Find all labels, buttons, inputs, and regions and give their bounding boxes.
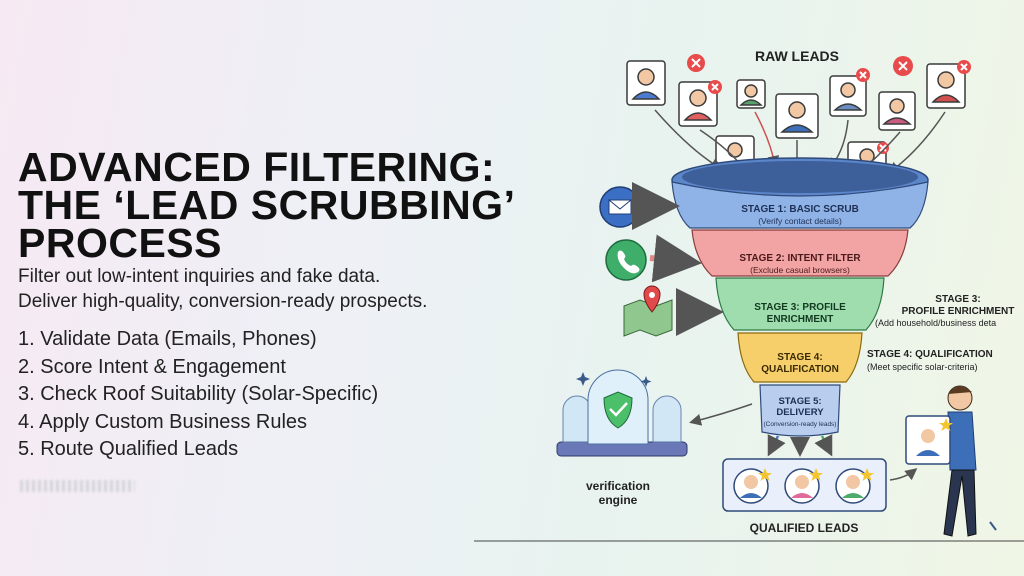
steps-list: 1. Validate Data (Emails, Phones) 2. Sco… [18,326,378,464]
side-stage-4-title: STAGE 4: QUALIFICATION [867,349,993,360]
side-stage-3-line2: PROFILE ENRICHMENT [902,306,1015,317]
stage-3-title-1: STAGE 3: PROFILE [754,302,846,313]
stage-2-note: (Exclude casual browsers) [750,265,850,275]
text-panel: ADVANCED FILTERING: THE ‘LEAD SCRUBBING’… [18,144,516,492]
step-item: 5. Route Qualified Leads [18,438,239,460]
stage-4-title-1: STAGE 4: [777,352,822,363]
raw-leads-label: RAW LEADS [755,48,839,64]
page-title: ADVANCED FILTERING: THE ‘LEAD SCRUBBING’… [18,144,516,266]
funnel [671,157,929,437]
stage-1-title: STAGE 1: BASIC SCRUB [741,204,859,215]
stage-5-title-2: DELIVERY [776,407,824,418]
side-stage-3-line1: STAGE 3: [935,294,980,305]
qualified-leads-box [722,458,887,512]
title-line-3: PROCESS [18,220,222,266]
reject-x-icon [708,80,722,94]
reject-x-icon [856,68,870,82]
step-item: 3. Check Roof Suitability (Solar-Specifi… [18,383,379,405]
verification-engine-icon [556,369,688,457]
title-line-2: THE ‘LEAD SCRUBBING’ [18,182,516,228]
reject-marks [687,54,971,154]
verification-label-1: verification [586,479,650,493]
stage-5-band [759,384,841,437]
lead-card-icon [775,93,819,139]
stage-5-title-1: STAGE 5: [778,396,821,407]
blurred-logo [20,480,135,492]
lead-card-icon [626,60,666,106]
lead-card-icon [678,81,718,127]
stage-5-note: (Conversion-ready leads) [764,421,837,428]
lead-card-icon [878,91,916,131]
subtitle: Filter out low-intent inquiries and fake… [18,264,427,314]
qualified-lead-avatar [784,468,823,504]
lead-card-icon [736,79,766,109]
email-icon [599,186,641,228]
reject-x-icon [893,56,913,76]
step-item: 4. Apply Custom Business Rules [18,410,308,433]
side-stage-3-note: (Add household/business deta [875,318,996,328]
stage-2-title: STAGE 2: INTENT FILTER [739,253,861,264]
stage-4-title-2: QUALIFICATION [761,364,839,375]
title-line-1: ADVANCED FILTERING: [18,144,496,190]
stage-1-band [671,181,929,229]
lead-card-icon [829,75,867,117]
delivery-to-engine-arrow [689,403,753,426]
qualified-lead-avatar [733,468,772,504]
stage-1-note: (Verify contact details) [758,216,842,226]
subtitle-line-1: Filter out low-intent inquiries and fake… [18,266,381,287]
qualified-leads-label: QUALIFIED LEADS [750,521,859,535]
step-item: 1. Validate Data (Emails, Phones) [18,328,317,350]
stage-3-title-2: ENRICHMENT [767,314,834,325]
subtitle-line-2: Deliver high-quality, conversion-ready p… [18,291,428,312]
reject-x-icon [687,54,705,72]
verification-label-2: engine [599,493,638,507]
stage-4-band [737,332,863,383]
reject-x-icon [877,142,889,154]
side-stage-4-note: (Meet specific solar-criteria) [867,362,978,372]
step-item: 2. Score Intent & Engagement [18,355,286,378]
qualified-arrows [767,434,833,457]
phone-arrow [649,234,702,283]
map-pin-icon [623,285,673,337]
phone-icon [605,239,647,281]
box-to-person-arrow [889,468,918,481]
person-carrying-lead-icon [905,385,997,537]
reject-x-icon [957,60,971,74]
lead-card-icon [926,63,966,109]
qualified-lead-avatar [835,468,874,504]
